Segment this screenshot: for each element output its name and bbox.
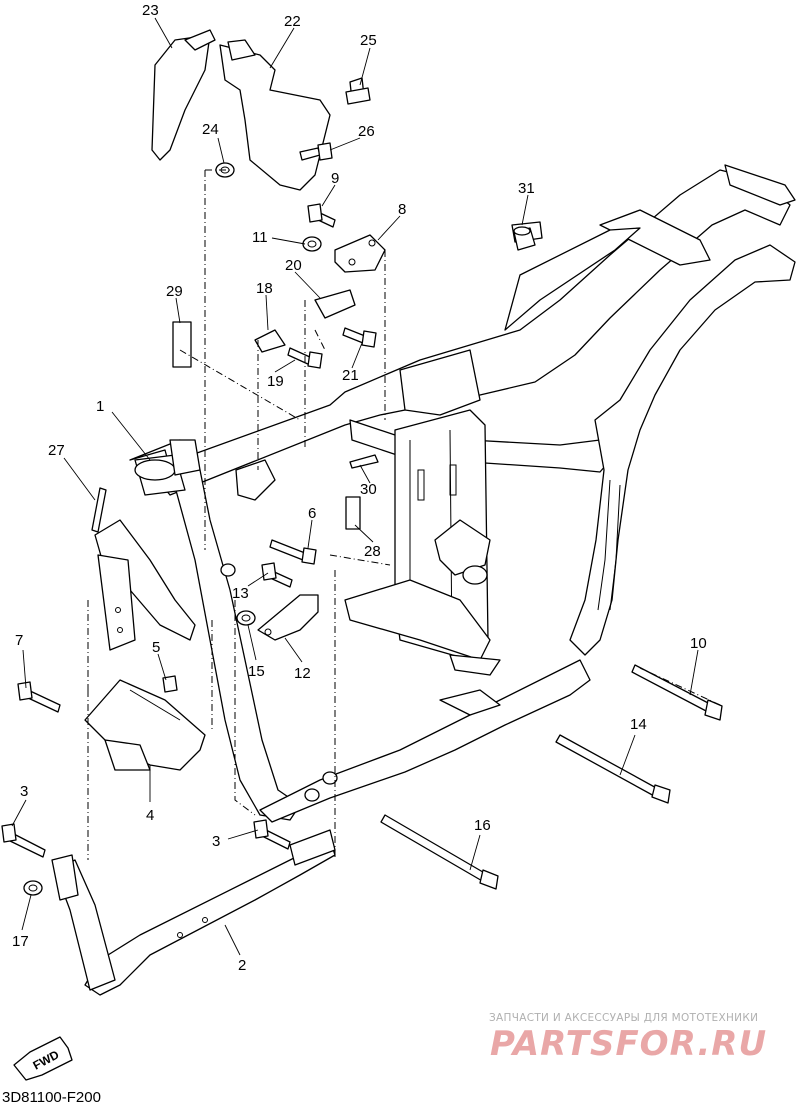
bolt-16	[380, 814, 499, 890]
callout-23: 23	[142, 2, 159, 19]
callout-labels: 1 2 3 3 4 5 6 7 8 9 10 11 12 13 14 15 16…	[12, 2, 707, 974]
bolt-3-upper	[253, 819, 291, 850]
callout-31: 31	[518, 180, 535, 197]
collar-rear	[304, 771, 338, 802]
bracket-12	[257, 594, 319, 641]
fwd-arrow-icon: FWD	[13, 1036, 73, 1081]
nut-11	[302, 236, 322, 252]
bolt-21	[342, 327, 377, 348]
callout-28: 28	[364, 543, 381, 560]
callout-24: 24	[202, 121, 219, 138]
bolt-3-lower	[1, 823, 46, 858]
callout-30: 30	[360, 481, 377, 498]
bracket-20	[314, 289, 356, 319]
label-28	[345, 496, 361, 530]
callout-8: 8	[398, 201, 406, 218]
callout-12: 12	[294, 665, 311, 682]
bolt-6	[269, 539, 317, 565]
assembly-lines	[87, 169, 721, 860]
callout-22: 22	[284, 13, 301, 30]
callout-4: 4	[146, 807, 154, 824]
watermark-brand: PARTSFOR.RU	[490, 1024, 767, 1064]
bolt-7	[17, 681, 61, 713]
callout-13: 13	[232, 585, 249, 602]
diagram-code: 3D81100-F200	[2, 1089, 101, 1106]
bolt-19	[287, 347, 323, 369]
bolt-25	[345, 77, 371, 105]
callout-7: 7	[15, 632, 23, 649]
callout-2: 2	[238, 957, 246, 974]
callout-16: 16	[474, 817, 491, 834]
engine-bracket	[84, 679, 206, 771]
callout-29: 29	[166, 283, 183, 300]
callout-26: 26	[358, 123, 375, 140]
front-down-tube	[51, 829, 336, 996]
bolt-14	[555, 734, 671, 804]
collar-31	[513, 226, 536, 251]
bracket-8	[334, 234, 386, 273]
watermark: ЗАПЧАСТИ И АКСЕССУАРЫ ДЛЯ МОТОТЕХНИКИ PA…	[489, 1012, 767, 1064]
callout-18: 18	[256, 280, 273, 297]
callout-11: 11	[252, 229, 268, 246]
main-frame	[94, 164, 796, 823]
bolt-9	[307, 203, 336, 228]
callout-10: 10	[690, 635, 707, 652]
watermark-tagline: ЗАПЧАСТИ И АКСЕССУАРЫ ДЛЯ МОТОТЕХНИКИ	[489, 1012, 758, 1024]
nut-17	[23, 880, 43, 896]
bolt-26	[299, 142, 333, 161]
callout-19: 19	[267, 373, 284, 390]
side-cover-23	[151, 29, 216, 161]
bolt-13	[261, 562, 293, 588]
callout-6: 6	[308, 505, 316, 522]
callout-1: 1	[96, 398, 104, 415]
label-29	[172, 321, 192, 368]
label-27	[91, 487, 107, 533]
callout-27: 27	[48, 442, 65, 459]
bolt-10	[631, 664, 723, 721]
collar-left	[220, 563, 236, 577]
callout-21: 21	[342, 367, 359, 384]
leader-lines	[11, 17, 699, 956]
side-cover-22	[219, 39, 331, 191]
callout-25: 25	[360, 32, 377, 49]
nut-15	[236, 610, 256, 626]
callout-3-lower: 3	[20, 783, 28, 800]
callout-14: 14	[630, 716, 647, 733]
callout-5: 5	[152, 639, 160, 656]
callout-3-upper: 3	[212, 833, 220, 850]
callout-9: 9	[331, 170, 339, 187]
nut-5	[162, 675, 178, 693]
label-30	[349, 454, 379, 469]
bracket-18	[254, 329, 286, 353]
callout-17: 17	[12, 933, 29, 950]
callout-20: 20	[285, 257, 302, 274]
callout-15: 15	[248, 663, 265, 680]
